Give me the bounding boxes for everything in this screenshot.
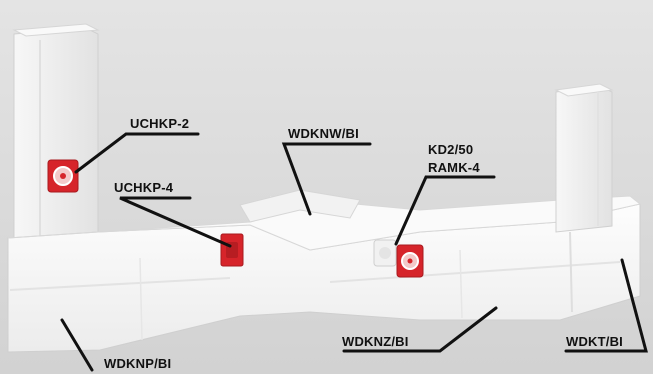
socket-ramk-4 [397, 245, 423, 277]
label-kd2-50: KD2/50 [428, 142, 473, 158]
label-uchkp-4: UCHKP-4 [114, 180, 173, 196]
socket-kd2-50 [374, 240, 396, 266]
socket-uchkp-4 [221, 234, 243, 266]
label-uchkp-2: UCHKP-2 [130, 116, 189, 132]
label-wdknw: WDKNW/BI [288, 126, 359, 142]
label-wdkt: WDKT/BI [566, 334, 623, 350]
label-wdknz: WDKNZ/BI [342, 334, 409, 350]
label-wdknp: WDKNP/BI [104, 356, 171, 372]
left-vertical-duct [14, 24, 98, 246]
label-ramk-4: RAMK-4 [428, 160, 480, 176]
socket-uchkp-2 [48, 160, 78, 192]
right-vertical-duct [556, 84, 612, 232]
